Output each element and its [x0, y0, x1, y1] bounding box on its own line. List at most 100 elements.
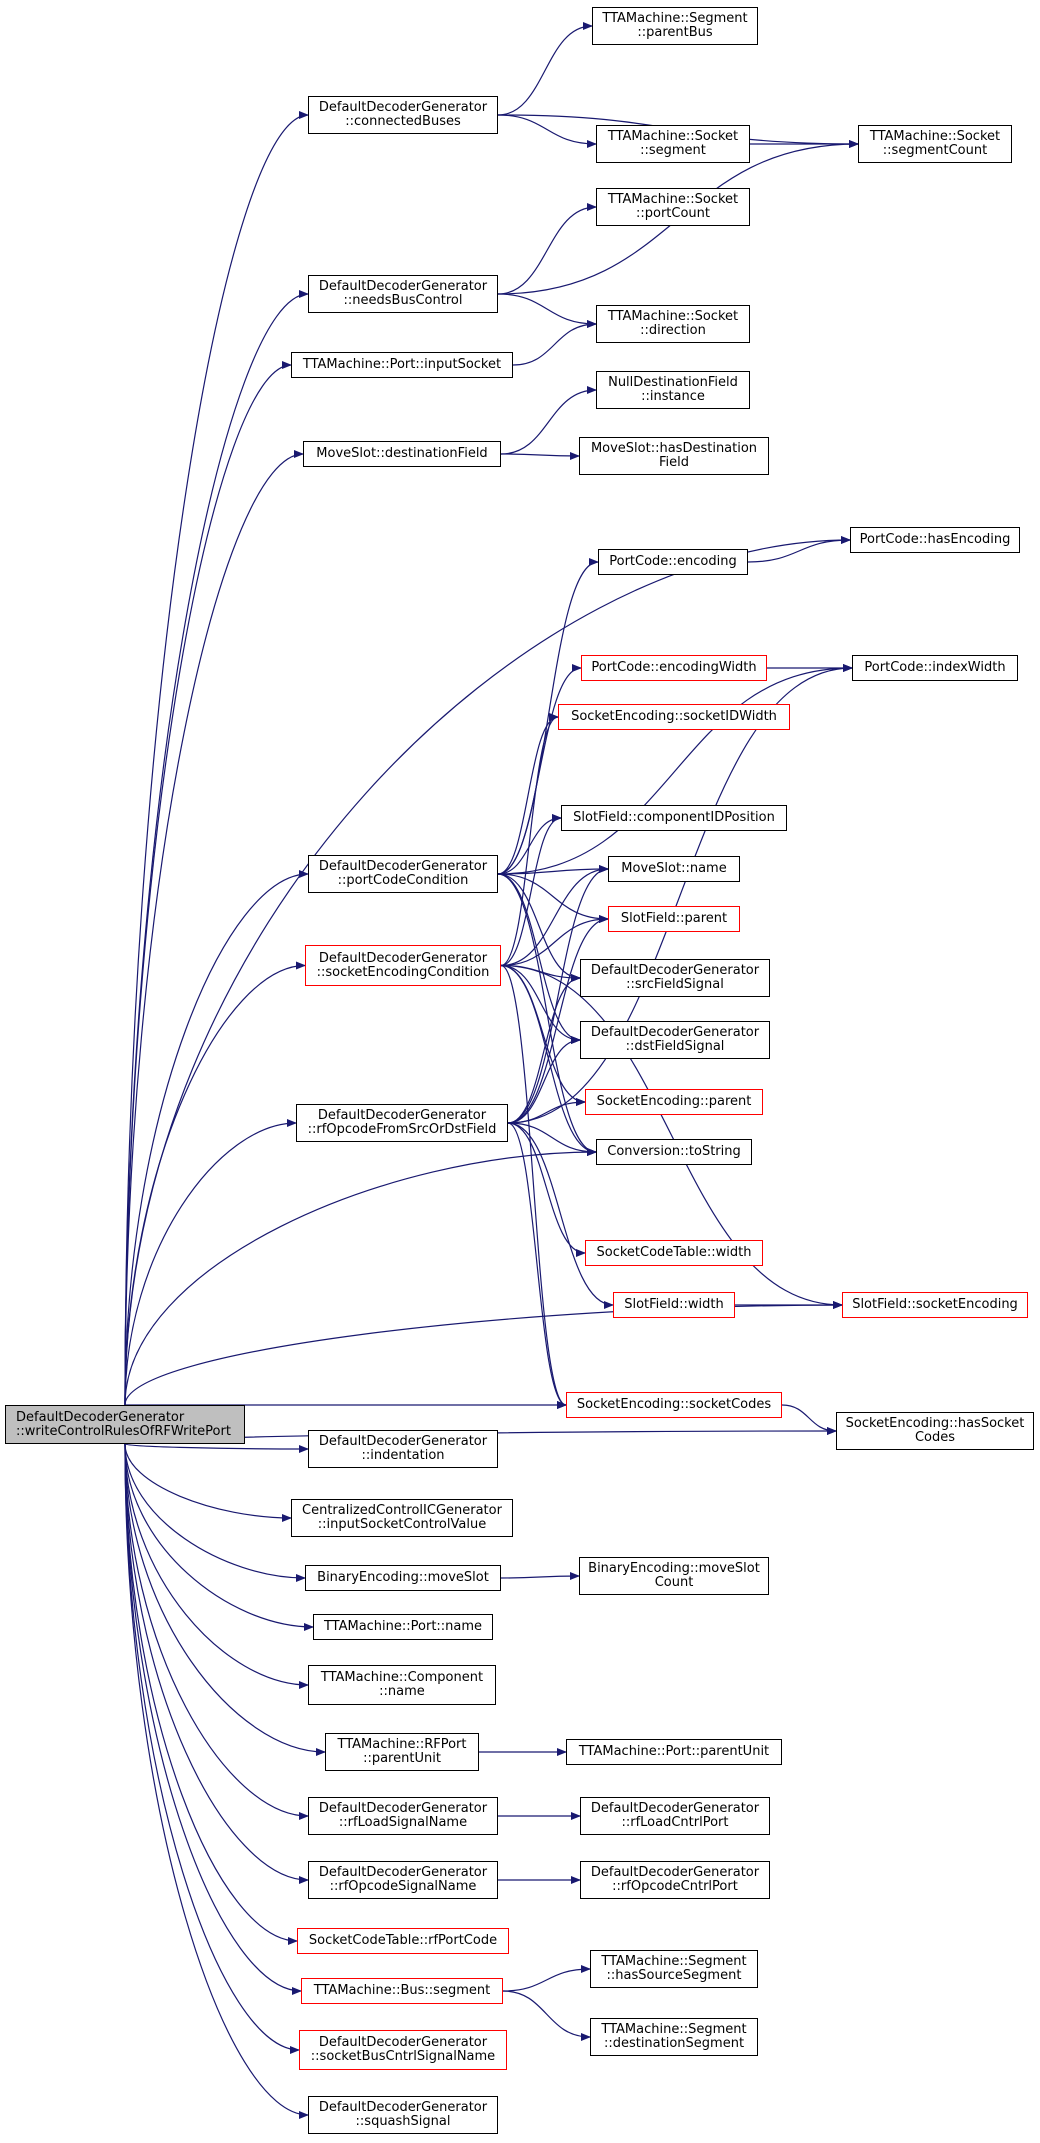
node-label-line: NullDestinationField — [608, 375, 738, 390]
node-rf-opcode-cntrl[interactable]: DefaultDecoderGenerator::rfOpcodeCntrlPo… — [580, 1861, 770, 1899]
node-label-line: PortCode::encoding — [609, 554, 737, 569]
node-dst-field-signal[interactable]: DefaultDecoderGenerator::dstFieldSignal — [580, 1021, 770, 1059]
node-label-line: ::socketBusCntrlSignalName — [310, 2049, 496, 2064]
edge-moveSlot-to-moveSlotCount — [500, 1572, 580, 1581]
node-rf-opcode-sig[interactable]: DefaultDecoderGenerator::rfOpcodeSignalN… — [308, 1861, 498, 1899]
edge-rfOpcodeFromSrc-to-socketCodes — [507, 1122, 567, 1409]
node-sock-bus-cntrl[interactable]: DefaultDecoderGenerator::socketBusCntrlS… — [299, 2030, 507, 2070]
node-label-line: DefaultDecoderGenerator — [318, 950, 488, 966]
node-needs-bus-control[interactable]: DefaultDecoderGenerator::needsBusControl — [308, 275, 498, 313]
edge-sockEncCond-to-socketCodes — [500, 964, 567, 1409]
edge-root-to-sockBusCntrl — [124, 1443, 300, 2054]
node-sf-parent[interactable]: SlotField::parent — [608, 906, 740, 932]
node-label-line: Field — [658, 455, 689, 470]
node-comp-name[interactable]: TTAMachine::Component::name — [308, 1665, 496, 1705]
node-label-line: ::inputSocketControlValue — [317, 1517, 487, 1532]
node-sock-segment[interactable]: TTAMachine::Socket::segment — [596, 125, 750, 163]
node-has-encoding[interactable]: PortCode::hasEncoding — [850, 527, 1020, 553]
edge-portCodeCond-to-dstFieldSignal — [497, 873, 581, 1044]
node-label-line: TTAMachine::Port::name — [323, 1619, 483, 1634]
node-comp-i-d-pos[interactable]: SlotField::componentIDPosition — [561, 805, 787, 831]
edge-busSegment-to-destSeg — [502, 1990, 591, 2041]
node-label-line: MoveSlot::name — [621, 861, 727, 876]
edge-root-to-indentation — [124, 1443, 309, 1453]
edge-root-to-busSegment — [124, 1443, 302, 1995]
node-input-socket[interactable]: TTAMachine::Port::inputSocket — [291, 352, 513, 378]
node-label-line: DefaultDecoderGenerator — [317, 1108, 487, 1123]
edge-root-to-squashSignal — [124, 1443, 309, 2119]
node-label-line: ::writeControlRulesOfRFWritePort — [16, 1423, 231, 1439]
node-bus-segment[interactable]: TTAMachine::Bus::segment — [301, 1978, 503, 2004]
node-label-line: SocketEncoding::hasSocket — [845, 1416, 1025, 1431]
node-label-line: ::hasSourceSegment — [606, 1968, 742, 1983]
node-move-slot[interactable]: BinaryEncoding::moveSlot — [305, 1565, 501, 1591]
node-to-string[interactable]: Conversion::toString — [596, 1139, 752, 1165]
edge-busSegment-to-hasSrcSeg — [502, 1965, 591, 1992]
edge-root-to-portName — [124, 1443, 314, 1631]
node-segment-count[interactable]: TTAMachine::Socket::segmentCount — [858, 125, 1012, 163]
node-src-field-signal[interactable]: DefaultDecoderGenerator::srcFieldSignal — [580, 959, 770, 997]
node-label-line: TTAMachine::Socket — [607, 129, 739, 144]
node-has-src-seg[interactable]: TTAMachine::Segment::hasSourceSegment — [590, 1950, 758, 1988]
edge-root-to-rfOpcodeSig — [124, 1443, 309, 1884]
node-port-name[interactable]: TTAMachine::Port::name — [313, 1614, 493, 1640]
node-pc-encoding[interactable]: PortCode::encoding — [598, 549, 748, 575]
node-port-parent-unit[interactable]: TTAMachine::Port::parentUnit — [566, 1739, 782, 1765]
node-label-line: PortCode::indexWidth — [864, 660, 1006, 675]
node-enc-width[interactable]: PortCode::encodingWidth — [581, 655, 767, 681]
node-dest-field[interactable]: MoveSlot::destinationField — [303, 441, 501, 467]
node-sf-width[interactable]: SlotField::width — [613, 1292, 735, 1318]
node-rf-port-code[interactable]: SocketCodeTable::rfPortCode — [297, 1928, 509, 1954]
node-port-code-cond[interactable]: DefaultDecoderGenerator::portCodeConditi… — [308, 855, 498, 893]
node-label-line: ::parentUnit — [363, 1751, 441, 1766]
node-label-line: TTAMachine::Component — [320, 1670, 484, 1685]
edge-root-to-sfSocketEnc — [124, 1301, 843, 1406]
node-sock-enc-cond[interactable]: DefaultDecoderGenerator::socketEncodingC… — [305, 945, 501, 986]
node-label-line: TTAMachine::RFPort — [337, 1737, 467, 1752]
node-label-line: ::portCodeCondition — [337, 873, 469, 888]
node-rf-parent-unit[interactable]: TTAMachine::RFPort::parentUnit — [325, 1733, 479, 1771]
node-label-line: ::segment — [640, 143, 706, 158]
node-label-line: DefaultDecoderGenerator — [318, 859, 488, 874]
node-port-count[interactable]: TTAMachine::Socket::portCount — [596, 188, 750, 226]
node-label-line: DefaultDecoderGenerator — [318, 1865, 488, 1880]
node-indentation[interactable]: DefaultDecoderGenerator::indentation — [308, 1430, 498, 1468]
node-root[interactable]: DefaultDecoderGenerator::writeControlRul… — [5, 1405, 245, 1444]
node-label-line: ::portCount — [635, 206, 710, 221]
node-null-dest[interactable]: NullDestinationField::instance — [596, 371, 750, 409]
node-sf-socket-enc[interactable]: SlotField::socketEncoding — [842, 1292, 1028, 1318]
edge-root-to-toString — [124, 1148, 597, 1406]
node-direction[interactable]: TTAMachine::Socket::direction — [596, 305, 750, 343]
node-squash-signal[interactable]: DefaultDecoderGenerator::squashSignal — [308, 2096, 498, 2134]
edge-portCodeCond-to-socketIDWidth — [497, 713, 559, 875]
node-index-width[interactable]: PortCode::indexWidth — [852, 655, 1018, 681]
node-rf-load-cntrl[interactable]: DefaultDecoderGenerator::rfLoadCntrlPort — [580, 1797, 770, 1835]
edge-root-to-inputSockCtrl — [124, 1443, 292, 1522]
node-label-line: ::socketEncodingCondition — [316, 964, 490, 980]
node-label-line: ::rfLoadSignalName — [338, 1815, 468, 1830]
node-dest-seg[interactable]: TTAMachine::Segment::destinationSegment — [590, 2018, 758, 2056]
edge-rfOpcodeFromSrc-to-msName — [507, 865, 609, 1124]
edge-root-to-needsBusControl — [124, 290, 309, 1406]
node-rf-opcode-from-src[interactable]: DefaultDecoderGenerator::rfOpcodeFromSrc… — [296, 1104, 508, 1142]
node-se-parent[interactable]: SocketEncoding::parent — [585, 1089, 763, 1115]
node-sct-width[interactable]: SocketCodeTable::width — [585, 1240, 763, 1266]
node-rf-load-sig[interactable]: DefaultDecoderGenerator::rfLoadSignalNam… — [308, 1797, 498, 1835]
node-label-line: ::rfOpcodeFromSrcOrDstField — [307, 1122, 497, 1137]
node-label-line: SocketEncoding::parent — [596, 1094, 752, 1109]
node-label-line: TTAMachine::Segment — [601, 1954, 747, 1969]
node-socket-codes[interactable]: SocketEncoding::socketCodes — [566, 1392, 782, 1418]
node-ms-name[interactable]: MoveSlot::name — [608, 856, 740, 882]
node-label-line: Codes — [914, 1430, 956, 1445]
node-socket-i-d-width[interactable]: SocketEncoding::socketIDWidth — [558, 704, 790, 730]
edge-needsBusControl-to-portCount — [497, 203, 597, 295]
node-connected-buses[interactable]: DefaultDecoderGenerator::connectedBuses — [308, 96, 498, 134]
node-label-line: SlotField::width — [624, 1297, 724, 1312]
node-label-line: DefaultDecoderGenerator — [318, 1801, 488, 1816]
node-label-line: DefaultDecoderGenerator — [590, 1865, 760, 1880]
node-input-sock-ctrl[interactable]: CentralizedControlICGenerator::inputSock… — [291, 1499, 513, 1537]
node-parent-bus[interactable]: TTAMachine::Segment::parentBus — [592, 7, 758, 45]
